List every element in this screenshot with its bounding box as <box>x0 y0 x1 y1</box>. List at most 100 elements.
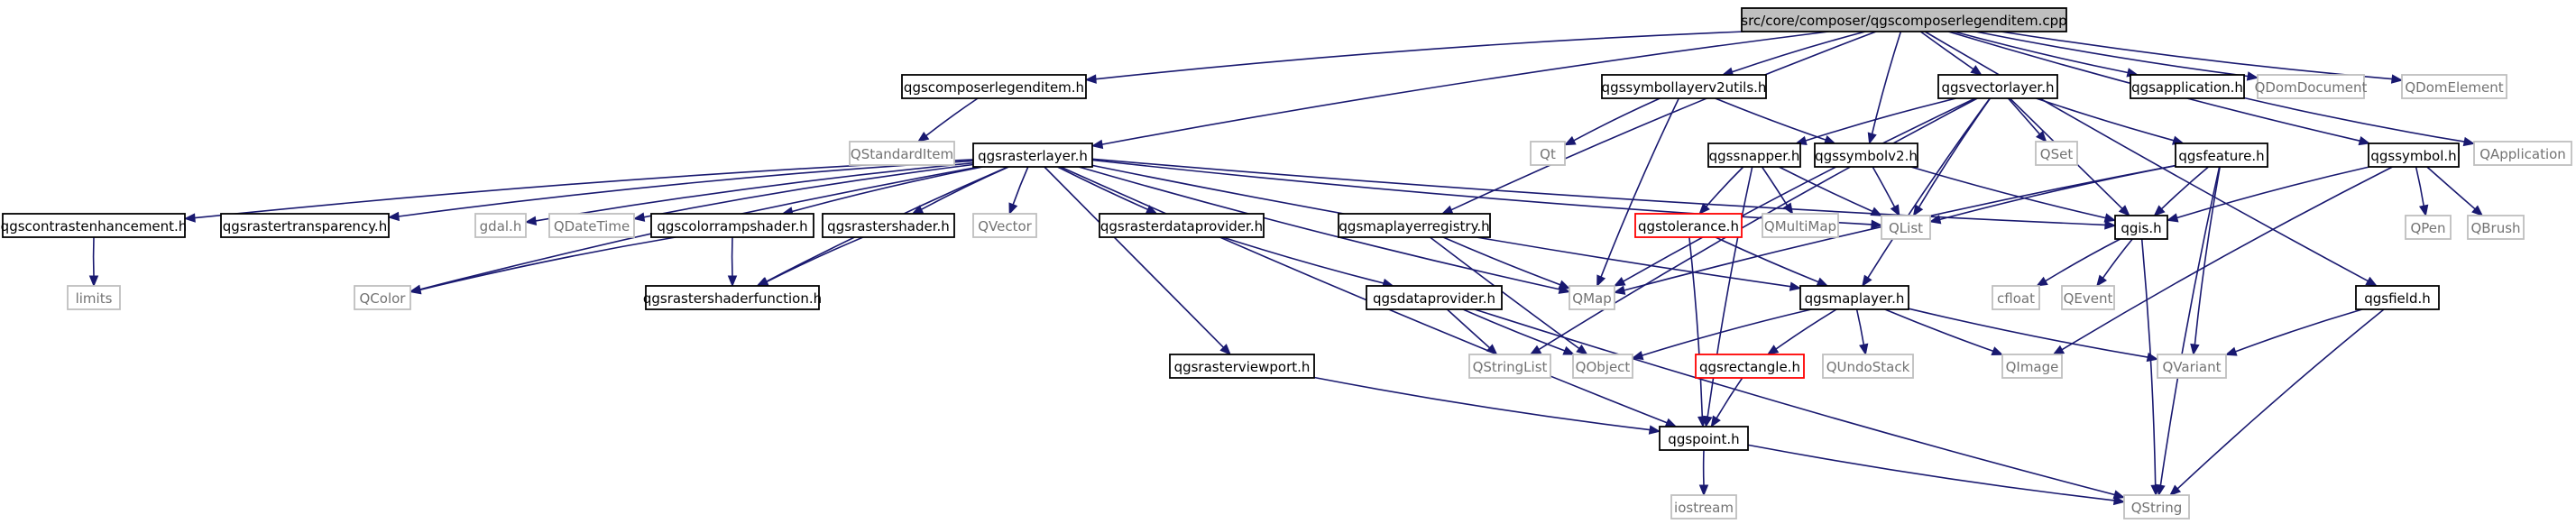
edge-root-to-qgsvectorlayer_h <box>1919 31 1983 76</box>
node-qgsmaplayer-h[interactable]: qgsmaplayer.h <box>1799 285 1909 310</box>
node-qgssymbollayerv2utils-h[interactable]: qgssymbollayerv2utils.h <box>1601 74 1767 99</box>
edge-arrowhead <box>2153 205 2166 216</box>
node-qgscomposerlegenditem-h[interactable]: qgscomposerlegenditem.h <box>901 74 1087 99</box>
node-qgssymbolv2-h[interactable]: qgssymbolv2.h <box>1814 142 1918 168</box>
node-qgsrastershaderfunction-h[interactable]: qgsrastershaderfunction.h <box>643 285 822 310</box>
edge-qgsmaplayerregistry_h-to-QMap <box>1442 236 1571 290</box>
node-box[interactable] <box>2130 74 2245 99</box>
edge-qgsmaplayer_h-to-QUndoStack <box>1855 308 1869 356</box>
node-box[interactable] <box>1169 354 1315 379</box>
node-root[interactable]: src/core/composer/qgscomposerlegenditem.… <box>1741 7 2067 32</box>
node-qgsmaplayerregistry-h[interactable]: qgsmaplayerregistry.h <box>1338 213 1491 238</box>
node-qgis-h[interactable]: qgis.h <box>2114 215 2168 240</box>
node-box <box>1468 354 1551 379</box>
edge-arrowhead <box>1563 135 1577 146</box>
node-label: QStringList <box>1473 359 1548 375</box>
node-box[interactable] <box>1814 142 1918 168</box>
node-label: QUndoStack <box>1826 359 1910 375</box>
node-box[interactable] <box>1338 213 1491 238</box>
node-box[interactable] <box>1099 213 1265 238</box>
node-box[interactable] <box>2355 285 2440 310</box>
edge-line <box>1600 97 1680 278</box>
edge-line <box>1919 31 1974 70</box>
edge-line <box>535 161 974 222</box>
edge-line <box>1778 166 1873 213</box>
node-box[interactable] <box>1799 285 1909 310</box>
node-label: qgscolorrampshader.h <box>657 218 807 234</box>
node-label: QVariant <box>2162 359 2221 375</box>
edge-line <box>1953 31 2129 74</box>
node-qgspoint-h[interactable]: qgspoint.h <box>1659 426 1749 451</box>
node-qgsrastertransparency-h[interactable]: qgsrastertransparency.h <box>220 213 390 238</box>
edge-qgsrasterlayer_h-to-qgsrastershader_h <box>911 166 1009 215</box>
edge-line <box>2243 97 2465 142</box>
node-qgsfeature-h[interactable]: qgsfeature.h <box>2175 142 2268 168</box>
edge-qgssymbol_h-to-qgis_h <box>2166 166 2370 223</box>
edge-qgsvectorlayer_h-to-QList <box>1912 97 1992 217</box>
edge-line <box>2176 166 2370 219</box>
node-qgsapplication-h[interactable]: qgsapplication.h <box>2130 74 2245 99</box>
node-QPen: QPen <box>2405 215 2452 240</box>
edge-arrowhead <box>1648 425 1661 435</box>
edge-arrowhead <box>1529 345 1542 355</box>
node-qgsrasterlayer-h[interactable]: qgsrasterlayer.h <box>972 142 1093 168</box>
node-box[interactable] <box>1659 426 1749 451</box>
node-label: QStandardItem <box>851 146 953 162</box>
node-box <box>354 285 411 310</box>
edge-qgspoint_h-to-QString <box>1747 444 2126 506</box>
node-box[interactable] <box>2175 142 2268 168</box>
edge-line <box>791 166 983 213</box>
edge-qgsrectangle_h-to-qgspoint_h <box>1710 377 1743 428</box>
edge-qgssymbolv2_h-to-qgis_h <box>1910 166 2117 223</box>
node-qgscontrastenhancement-h[interactable]: qgscontrastenhancement.h <box>1 213 188 238</box>
node-box[interactable] <box>2114 215 2168 240</box>
node-qgssymbol-h[interactable]: qgssymbol.h <box>2368 142 2460 168</box>
node-qgsfield-h[interactable]: qgsfield.h <box>2355 285 2440 310</box>
node-box <box>1881 215 1931 240</box>
node-box[interactable] <box>650 213 814 238</box>
edge-arrowhead <box>2224 346 2238 356</box>
node-box[interactable] <box>220 213 390 238</box>
node-qgsrastershader-h[interactable]: qgsrastershader.h <box>822 213 955 238</box>
node-label: cfloat <box>1997 290 2035 307</box>
edge-arrowhead <box>2112 490 2126 500</box>
edge-line <box>1012 166 1029 206</box>
node-qgsvectorlayer-h[interactable]: qgsvectorlayer.h <box>1937 74 2058 99</box>
node-qgssnapper-h[interactable]: qgssnapper.h <box>1707 142 1801 168</box>
edge-line <box>1715 97 1826 141</box>
node-box[interactable] <box>822 213 955 238</box>
edge-line <box>2036 97 2175 142</box>
edge-line <box>1884 308 1993 353</box>
edge-qgssymbol_h-to-QPen <box>2415 166 2429 217</box>
edge-line <box>1706 166 1744 207</box>
node-box[interactable] <box>2368 142 2460 168</box>
node-box <box>849 141 955 166</box>
node-qgsdataprovider-h[interactable]: qgsdataprovider.h <box>1366 285 1503 310</box>
node-box[interactable] <box>1741 7 2067 32</box>
node-box[interactable] <box>1366 285 1503 310</box>
node-qgsrasterviewport-h[interactable]: qgsrasterviewport.h <box>1169 354 1315 379</box>
edge-arrowhead <box>1710 415 1721 428</box>
node-label: QList <box>1889 220 1923 236</box>
node-label: qgssnapper.h <box>1709 148 1800 164</box>
edge-arrowhead <box>387 211 400 222</box>
node-qgsrasterdataprovider-h[interactable]: qgsrasterdataprovider.h <box>1099 213 1265 238</box>
node-box[interactable] <box>901 74 1087 99</box>
edge-line <box>1688 236 1704 418</box>
node-label: QVector <box>978 218 1032 234</box>
edge-line <box>2235 308 2363 353</box>
node-QVector: QVector <box>972 213 1037 238</box>
node-box[interactable] <box>972 142 1093 168</box>
node-QStandardItem: QStandardItem <box>849 141 955 166</box>
node-box <box>1670 494 1737 519</box>
node-box[interactable] <box>1601 74 1767 99</box>
node-qgscolorrampshader-h[interactable]: qgscolorrampshader.h <box>650 213 814 238</box>
edge-root-to-qgssymbollayerv2utils_h <box>1721 31 1866 77</box>
node-box <box>1695 354 1805 379</box>
node-box[interactable] <box>2 213 186 238</box>
edge-qgsdataprovider_h-to-QObject <box>1462 308 1576 355</box>
edge-arrowhead <box>1698 484 1709 497</box>
node-box[interactable] <box>1937 74 2058 99</box>
node-box[interactable] <box>645 285 820 310</box>
node-box[interactable] <box>1707 142 1801 168</box>
